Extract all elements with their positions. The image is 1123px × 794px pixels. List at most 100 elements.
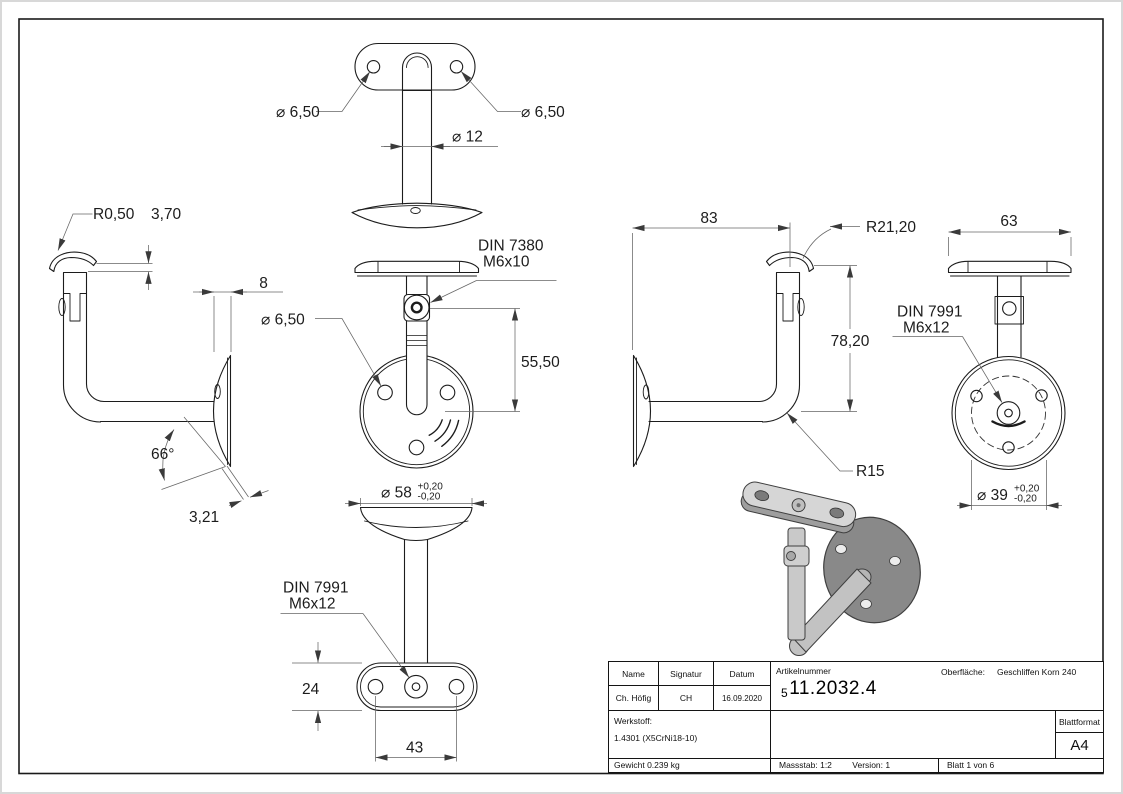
swoosh-arcs [428, 419, 443, 436]
dim-dia39-tolp: +0,20 [1014, 484, 1040, 495]
massstab-value: Massstab: 1:2 [779, 760, 832, 770]
setscrew-socket [410, 301, 423, 314]
rear-smile-arc [991, 420, 1026, 428]
top-stem [401, 66, 433, 205]
datum-header-cell: Datum [713, 661, 771, 686]
stem-slot [63, 293, 87, 322]
rear-center-screw [996, 401, 1021, 425]
bottom-saddle-plate [356, 662, 478, 712]
view-side-left-dims [57, 213, 283, 508]
oberflaeche-value: Geschliffen Korn 240 [996, 667, 1077, 677]
label-m6x12-rear: M6x12 [903, 320, 950, 337]
dim-dia58: ⌀ 58 [381, 485, 412, 502]
dim-7820: 78,20 [831, 333, 870, 350]
iso-plate-hole-2 [889, 556, 901, 566]
stem-knurl [406, 335, 428, 346]
label-din7991-rear: DIN 7991 [897, 304, 962, 321]
view-top-dims [316, 70, 521, 150]
top-saddle-plate [354, 42, 476, 91]
dim-321: 3,21 [189, 509, 219, 526]
tube [99, 400, 215, 423]
dim-r2120: R21,20 [866, 219, 916, 236]
view-rear-dims [892, 228, 1072, 510]
dim-dia650-front: ⌀ 6,50 [261, 312, 305, 329]
iso-setscrew [786, 551, 796, 561]
blattformat-label: Blattformat [1058, 717, 1101, 727]
rear-hole-2 [1035, 389, 1048, 402]
iso-plate-hole-3 [860, 599, 872, 609]
rear-wall-plate [951, 355, 1066, 471]
top-dome-hole [410, 207, 421, 214]
iso-plate-hole-1 [835, 544, 847, 554]
dim-dia12: ⌀ 12 [452, 129, 483, 146]
label-m6x10: M6x10 [483, 254, 530, 271]
bottom-hole-left [367, 678, 384, 695]
view-bottom-dims [280, 498, 487, 762]
dim-83: 83 [700, 210, 717, 227]
center-screw-sink [404, 674, 428, 699]
rear-setscrew-hole [1002, 301, 1017, 316]
massstab-cell: Massstab: 1:2 Version: 1 [770, 758, 939, 773]
rear-stem [996, 275, 1022, 358]
oberflaeche-label: Oberfläche: [941, 667, 985, 677]
iso-stem [787, 527, 806, 641]
version-value: Version: 1 [852, 760, 891, 770]
view-side-left [48, 251, 232, 468]
top-hole-right [449, 60, 464, 74]
dim-dia58-tolm: -0,20 [418, 492, 441, 503]
rear-saddle-bar [947, 260, 1072, 277]
dim-dia650-left: ⌀ 6,50 [276, 104, 320, 121]
elbow-inner [85, 383, 105, 403]
tube-right [648, 400, 764, 423]
view-top [351, 42, 483, 229]
setscrew-outer [403, 294, 430, 321]
dim-66deg: 66° [151, 446, 174, 463]
blattformat-cell: Blattformat A4 [1055, 710, 1104, 759]
iso-hole-right [829, 507, 845, 519]
front-hole-3 [408, 439, 425, 456]
dim-43: 43 [406, 740, 423, 757]
dim-dia58-tolp: +0,20 [418, 482, 444, 493]
front-hole-1 [377, 384, 393, 401]
top-hole-left [366, 60, 381, 74]
dim-370: 3,70 [151, 206, 182, 223]
plate-hole-side [214, 384, 221, 399]
setscrew-hole-side-right [797, 298, 805, 316]
dim-dia39: ⌀ 39 [977, 487, 1008, 504]
artikelnummer-value: 511.2032.4 [781, 678, 877, 700]
name-value-cell: Ch. Höfig [608, 685, 659, 711]
view-bottom [356, 506, 478, 712]
blatt-cell: Blatt 1 von 6 [938, 758, 1104, 773]
name-header-cell: Name [608, 661, 659, 686]
saddle-profile [48, 251, 98, 273]
dim-8: 8 [259, 275, 268, 292]
top-stem-cap [401, 52, 433, 69]
werkstoff-cell: Werkstoff: 1.4301 (X5CrNi18-10) [608, 710, 771, 759]
title-block: Name Signatur Datum Ch. Höfig CH 16.09.2… [608, 661, 1104, 773]
rear-hole-1 [970, 389, 983, 403]
wall-plate-profile [212, 354, 232, 468]
wall-plate-profile-right [632, 354, 652, 468]
rear-boss [994, 296, 1024, 325]
view-rear [947, 260, 1072, 471]
view-front [354, 260, 480, 469]
rear-hole-3 [1002, 441, 1015, 454]
front-hole-2 [439, 384, 456, 401]
dim-r050: R0,50 [93, 206, 135, 223]
elbow-outer-right [761, 384, 801, 423]
signatur-value-cell: CH [658, 685, 714, 711]
signatur-header-cell: Signatur [658, 661, 714, 686]
empty-cell [770, 710, 1056, 759]
saddle-profile-right [765, 251, 815, 273]
front-saddle-bar [354, 260, 480, 277]
view-side-right-dims [632, 222, 860, 472]
elbow-inner-right [758, 383, 778, 403]
iso-tube [792, 568, 872, 653]
dim-dia39-tolm: -0,20 [1014, 494, 1037, 505]
bottom-hole-right [448, 678, 465, 695]
stem-profile-right [775, 271, 801, 386]
artikelnummer-label: Artikelnummer [776, 666, 831, 676]
view-front-dims [315, 280, 557, 412]
